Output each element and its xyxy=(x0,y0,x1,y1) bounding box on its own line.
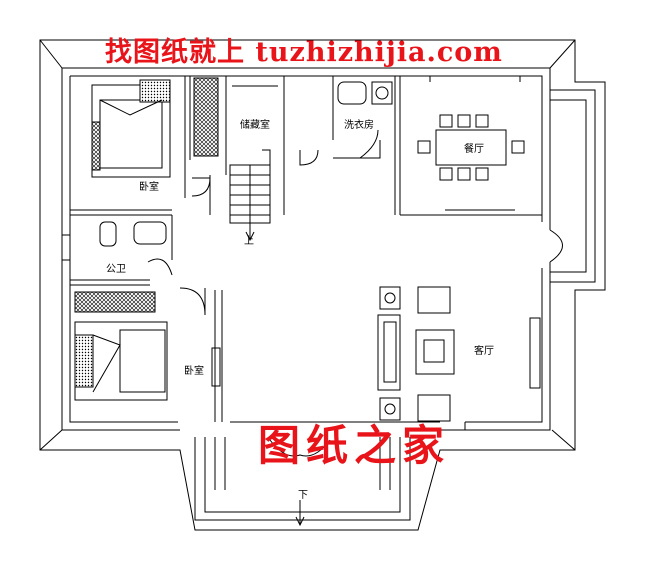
door-bedroom2 xyxy=(179,287,206,316)
bath-sink xyxy=(133,221,167,245)
room-label-bedroom-top: 卧室 xyxy=(139,182,159,193)
stair-down-lines xyxy=(269,439,331,457)
stair-down-arrow xyxy=(295,500,305,527)
roof-corner-tl xyxy=(39,39,63,69)
bed-bottom xyxy=(74,321,168,401)
armchair-top xyxy=(417,286,451,314)
watermark-top: 找图纸就上 tuzhizhijia.com xyxy=(105,37,503,68)
balcony-door xyxy=(549,229,563,263)
dining-window xyxy=(429,76,521,211)
roof-corner-tr xyxy=(549,39,576,69)
door-storage xyxy=(299,149,319,166)
laundry-sink xyxy=(337,81,367,105)
armchair-bottom xyxy=(417,394,451,422)
wardrobe-bottom xyxy=(74,291,156,313)
washing-machine xyxy=(371,81,393,105)
watermark-bottom: 图纸之家 xyxy=(258,421,451,470)
tv-cabinet xyxy=(529,317,541,389)
exterior-wall-outer xyxy=(61,67,551,437)
wall-bedroom1-right xyxy=(184,76,191,198)
wall-laundry xyxy=(332,76,401,215)
room-label-dining: 餐厅 xyxy=(464,144,484,155)
toilet xyxy=(99,221,117,247)
room-label-laundry: 洗衣房 xyxy=(344,120,374,131)
wall-bedroom2-right xyxy=(214,290,223,422)
room-label-storage: 储藏室 xyxy=(240,120,270,131)
balcony-right xyxy=(550,89,596,283)
sofa-long xyxy=(377,314,401,391)
stair-down-label: 下 xyxy=(298,490,308,501)
porch-columns xyxy=(214,437,391,490)
wardrobe-top xyxy=(193,77,219,157)
bath-window xyxy=(62,234,70,261)
room-label-bedroom-bottom: 卧室 xyxy=(184,366,204,377)
bed-top xyxy=(91,79,171,178)
room-label-bathroom: 公卫 xyxy=(106,264,126,275)
stair-up-label: 上 xyxy=(244,236,254,247)
stair-up xyxy=(229,149,271,242)
wall-bath-bottom xyxy=(70,279,150,286)
coffee-table xyxy=(415,329,455,375)
room-label-living: 客厅 xyxy=(474,346,494,357)
door-laundry xyxy=(359,129,379,159)
exterior-wall-inner xyxy=(69,75,543,423)
roof-corner-bl xyxy=(39,429,63,451)
wall-bedroom1-bottom xyxy=(70,209,172,216)
side-cabinet xyxy=(211,347,221,387)
roof-corner-br xyxy=(551,429,576,451)
dining-table xyxy=(417,114,525,181)
door-bath xyxy=(147,258,173,276)
lamp-table-top xyxy=(379,286,401,310)
door-bedroom1 xyxy=(191,177,211,197)
lamp-table-bottom xyxy=(379,397,401,421)
